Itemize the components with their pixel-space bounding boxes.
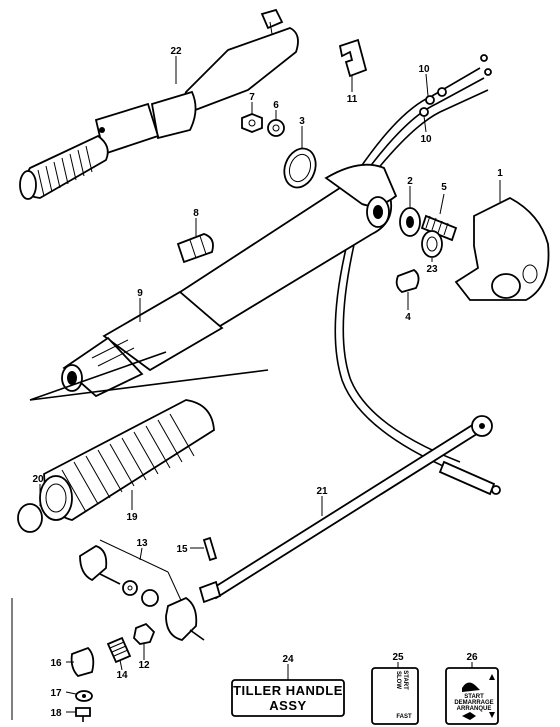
- right-hardware: [395, 196, 550, 301]
- arrow-down-icon: [489, 712, 495, 718]
- plate25-top2: SLOW: [395, 671, 401, 689]
- small-hardware-top: [241, 113, 317, 189]
- callout-6: 6: [273, 100, 279, 111]
- callout-7: 7: [249, 92, 255, 103]
- callout-13: 13: [136, 538, 148, 549]
- callout-2: 2: [407, 176, 413, 187]
- callout-11: 11: [347, 94, 358, 105]
- callout-16: 16: [50, 658, 62, 669]
- throttle-rod: [198, 415, 493, 604]
- lower-hardware: [11, 598, 156, 722]
- plate26-line2: DEMARRAGE: [454, 700, 493, 706]
- callout-1: 1: [497, 168, 503, 179]
- bushing: [176, 233, 214, 264]
- callout-20: 20: [32, 474, 44, 485]
- pin: [202, 536, 218, 562]
- callout-24: 24: [282, 654, 294, 665]
- start-fast-decal: START SLOW FAST: [371, 667, 419, 725]
- cable-clip: [338, 38, 368, 78]
- throttle-cables: [334, 54, 501, 496]
- callout-14: 14: [116, 670, 128, 681]
- rabbit-icon: [462, 712, 476, 720]
- callout-3: 3: [299, 116, 305, 127]
- callout-4: 4: [405, 312, 411, 323]
- throttle-shaft-assy: [79, 539, 205, 641]
- callout-25: 25: [392, 652, 404, 663]
- tiller-handle-assy-plate: TILLER HANDLE ASSY: [231, 679, 345, 717]
- callout-19: 19: [126, 512, 138, 523]
- plate24-line2: ASSY: [269, 698, 306, 713]
- callout-10-bottom: 10: [420, 134, 432, 145]
- plate25-top1: START: [402, 670, 408, 690]
- callout-26: 26: [466, 652, 478, 663]
- leader-lines: [39, 56, 501, 713]
- callout-10-top: 10: [418, 64, 430, 75]
- tiller-handle-arm: [29, 163, 398, 401]
- callout-12: 12: [138, 660, 150, 671]
- callout-23: 23: [426, 264, 438, 275]
- callout-8: 8: [193, 208, 199, 219]
- plate26-line1: START: [464, 694, 484, 700]
- throttle-grip: [17, 399, 215, 533]
- plate26-line3: ARRANQUE: [457, 706, 492, 712]
- callout-22: 22: [170, 46, 182, 57]
- plate25-bottom: FAST: [396, 714, 412, 720]
- callout-5: 5: [441, 182, 447, 193]
- start-speed-decal: START DEMARRAGE ARRANQUE: [445, 667, 499, 725]
- callout-9: 9: [137, 288, 143, 299]
- callout-numbers: 1 2 3 4 5 6 7 8 9 10 10 11 12 13 14 15 1…: [32, 46, 503, 719]
- callout-18: 18: [50, 708, 62, 719]
- tiller-extension: [19, 8, 299, 200]
- arrow-up-icon: [489, 674, 495, 680]
- callout-15: 15: [176, 544, 188, 555]
- callout-21: 21: [316, 486, 328, 497]
- plate24-line1: TILLER HANDLE: [233, 683, 343, 698]
- callout-17: 17: [50, 688, 62, 699]
- turtle-icon: [462, 682, 480, 692]
